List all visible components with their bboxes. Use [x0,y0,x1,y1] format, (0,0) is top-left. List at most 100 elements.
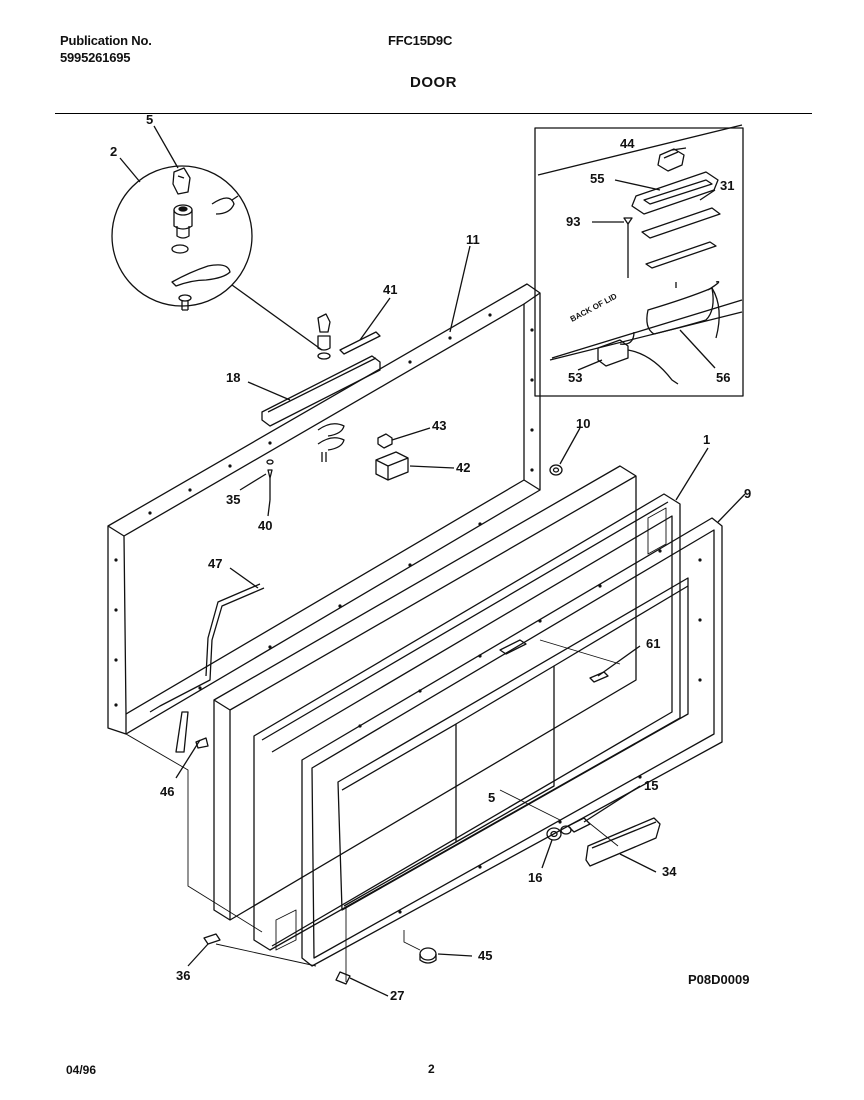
leader-34 [619,853,657,873]
inset-gasket-part [641,207,721,239]
lock-cylinder-part [173,204,193,239]
callout-2: 2 [110,144,117,159]
callout-41: 41 [383,282,397,297]
inset-lid-edge-inner [549,311,743,361]
detail-leader-line [231,284,323,351]
leader-61 [597,645,641,677]
part-10-grommet [549,464,563,476]
leader-27 [349,977,389,997]
leader-15 [583,785,641,823]
part-16-hinge-cap [546,827,562,841]
publication-number: 5995261695 [60,50,131,65]
inset-box-back-of-lid [534,127,744,397]
inset-screw-part [623,217,633,278]
alignment-lines [125,639,621,982]
footer-page-number: 2 [428,1062,435,1076]
leader-56 [679,329,716,369]
callout-47: 47 [208,556,222,571]
callout-53: 53 [568,370,582,385]
inset-light-switch-part [657,148,685,172]
leader-42 [409,465,455,469]
lock-washer-part [171,244,189,254]
part-1-door-gasket [253,493,681,951]
publication-label: Publication No. [60,33,152,48]
part-34-hinge-cover [585,817,661,867]
callout-5-door: 5 [488,790,495,805]
callout-45: 45 [478,948,492,963]
callout-16: 16 [528,870,542,885]
leader-43 [391,427,431,441]
part-46-hinge-pin [175,711,209,753]
footer-date: 04/96 [66,1063,97,1077]
callout-35: 35 [226,492,240,507]
inset-plug-part [597,331,679,385]
leader-46 [175,739,201,779]
leader-5 [153,125,179,169]
callout-27: 27 [390,988,404,1003]
lock-screw-part [178,294,192,311]
part-27-screw [335,971,351,985]
inset-light-socket-part [646,281,720,339]
leader-16 [541,839,553,869]
callout-93: 93 [566,214,580,229]
callout-43: 43 [432,418,446,433]
callout-31: 31 [720,178,734,193]
callout-15: 15 [644,778,658,793]
part-35-40-fastener [266,459,274,500]
callout-46: 46 [160,784,174,799]
callout-10: 10 [576,416,590,431]
part-41-bracket [339,331,381,355]
leader-1 [675,447,709,501]
callout-42: 42 [456,460,470,475]
leader-18 [247,381,291,401]
callout-1: 1 [703,432,710,447]
outer-door-screw-holes [358,549,702,914]
leader-53 [577,359,603,371]
leader-35 [239,473,267,491]
leader-45 [437,953,473,957]
figure-code: P08D0009 [688,972,749,987]
callout-18: 18 [226,370,240,385]
leader-11 [449,245,471,333]
section-title: DOOR [410,74,457,91]
part-47-heater-wire [149,583,265,713]
callout-5: 5 [146,112,153,127]
lock-cam-part [171,264,231,287]
lid-latch-clip [317,423,345,437]
inset-light-housing-part [631,171,719,215]
callout-61: 61 [646,636,660,651]
lid-latch-clip-2 [317,437,345,451]
part-36-clip [203,933,221,945]
part-9-outer-door [301,517,723,967]
leader-31 [699,189,716,201]
leader-44 [671,147,687,151]
leader-47 [229,567,259,589]
lid-liner-screw-holes [114,313,534,707]
part-18-handle-bracket [261,355,381,427]
inset-lid-opening [645,241,717,269]
leader-36 [187,943,209,967]
part-61-light-lens [499,639,609,683]
leader-40 [267,499,271,517]
door-insulation-panel [213,465,637,921]
inset-back-of-lid-label: BACK OF LID [569,292,619,324]
callout-9: 9 [744,486,751,501]
part-42-hinge-block [375,451,409,481]
lock-key-part [172,167,191,195]
lid-liner-frame [107,283,541,735]
callout-40: 40 [258,518,272,533]
lock-clip-part [211,195,239,215]
callout-56: 56 [716,370,730,385]
lid-lock-assembly [317,313,331,360]
leader-9 [717,493,746,523]
leader-55 [614,179,661,191]
inset-lid-edge [537,124,743,359]
header-rule [55,113,812,114]
leader-2 [119,157,141,183]
lid-latch-screw [321,452,327,462]
callout-44: 44 [620,136,635,151]
leader-10 [559,427,581,465]
detail-circle-lock [111,165,253,307]
callout-34: 34 [662,864,677,879]
